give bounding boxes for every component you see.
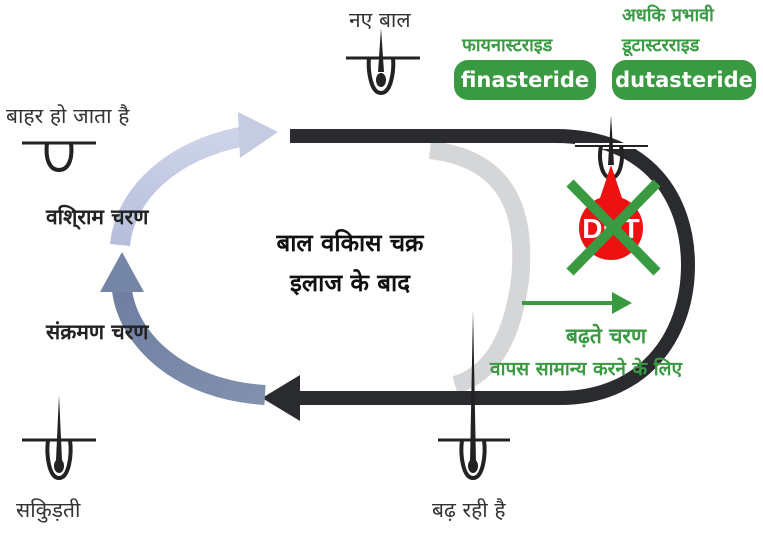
dutasteride-badge: dutasteride xyxy=(612,60,756,100)
label-falls-out: बाहर हो जाता है xyxy=(6,104,130,128)
transition-arc xyxy=(112,288,266,405)
growth-arrowhead xyxy=(262,375,300,421)
growing-hair-icon xyxy=(438,310,510,481)
label-growing: बढ़ रही है xyxy=(432,498,506,522)
label-shrinks: सकिुड़ती xyxy=(16,498,81,522)
title-line1: बाल वकिास चक्र xyxy=(276,229,424,257)
new-hair-icon xyxy=(346,28,420,96)
resting-arrowhead xyxy=(238,112,278,158)
title-line2: इलाज के बाद xyxy=(290,269,410,297)
fallen-follicle-icon xyxy=(22,141,96,173)
dutasteride-hindi: डूटास्टरराइड xyxy=(622,35,700,56)
dutasteride-note: अधकि प्रभावी xyxy=(622,5,714,26)
finasteride-badge: finasteride xyxy=(454,60,596,100)
transition-arrowhead xyxy=(100,252,144,292)
finasteride-hindi: फायनास्टराइड xyxy=(462,35,553,56)
resting-arc xyxy=(110,126,247,247)
growth-note-line2: वापस सामान्य करने के लिए xyxy=(490,358,683,380)
label-new-hair: नए बाल xyxy=(349,8,411,32)
shrunk-hair-icon xyxy=(22,395,96,481)
label-transition: संक्रमण चरण xyxy=(46,320,149,344)
green-arrowhead xyxy=(612,292,632,314)
label-resting: वशि्राम चरण xyxy=(46,205,149,229)
growth-note-line1: बढ़ते चरण xyxy=(566,324,647,348)
inner-gray-arc xyxy=(428,141,531,394)
dht-blocked-icon: DHT xyxy=(566,165,661,276)
